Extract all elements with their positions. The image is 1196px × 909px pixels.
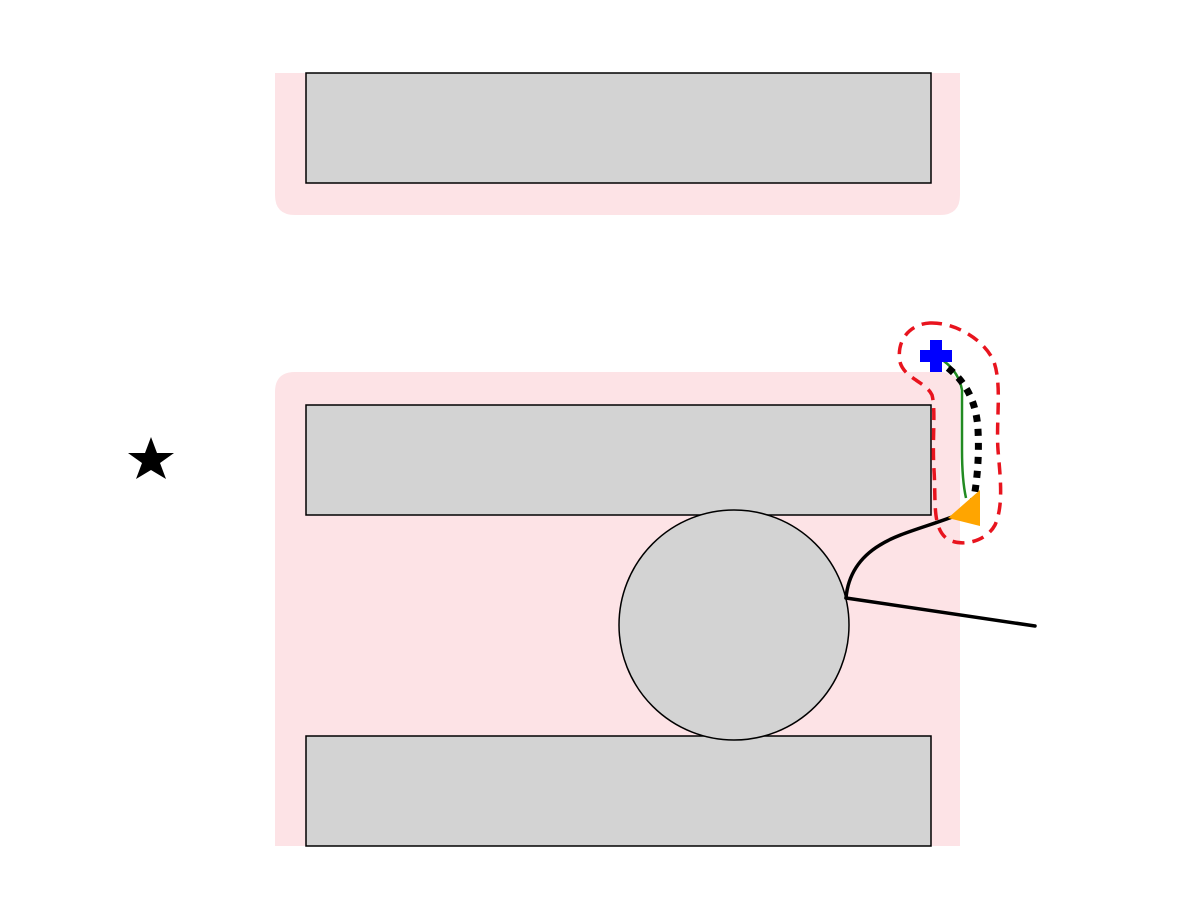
trajectory-line <box>844 596 1037 628</box>
triangle-icon <box>948 490 980 526</box>
obstacle-rect-top <box>305 72 932 184</box>
trajectory-curve <box>844 508 972 600</box>
obstacles <box>305 72 932 847</box>
star-marker <box>128 437 174 479</box>
trajectory-dotted <box>945 365 982 509</box>
planned-path <box>935 354 968 499</box>
start-marker <box>920 340 952 372</box>
obstacle-rect-bottom <box>305 735 932 847</box>
trajectories <box>844 354 1037 628</box>
goal-marker <box>948 490 980 526</box>
obstacle-circle <box>618 509 850 741</box>
plus-icon <box>920 340 952 372</box>
highlight-outline <box>897 321 1003 545</box>
star-icon <box>128 437 174 479</box>
obstacle-rect-middle <box>305 404 932 516</box>
